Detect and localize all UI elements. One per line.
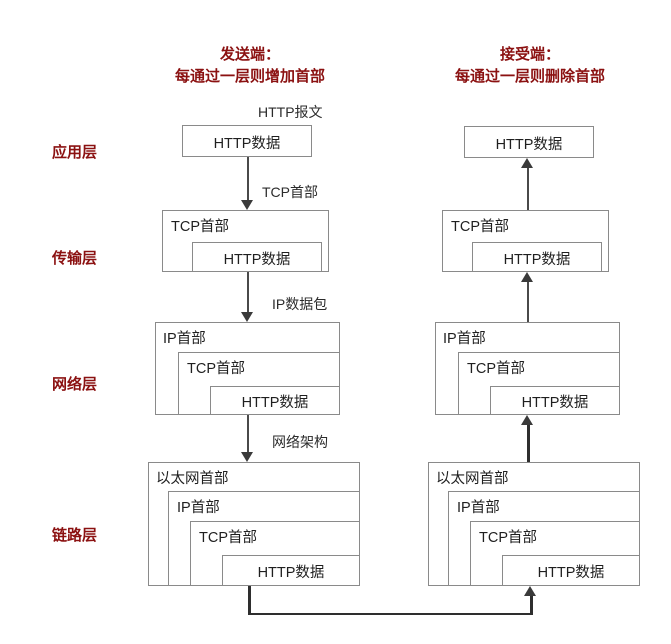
- sender-link-eth-label: 以太网首部: [156, 471, 229, 487]
- transmission-path-right-segment: [530, 596, 533, 614]
- layer-label-application: 应用层: [52, 144, 98, 161]
- receiver-link-ip-label: IP首部: [457, 500, 500, 516]
- sender-arrow-app-to-transport-head: [241, 200, 253, 210]
- receiver-link-tcp-label: TCP首部: [479, 530, 537, 546]
- receiver-heading-line1: 接受端：: [499, 46, 560, 63]
- sender-heading-line2: 每通过一层则增加首部: [174, 68, 325, 85]
- sender-arrow-network-to-link-line: [247, 415, 249, 457]
- caption-tcp-header: TCP首部: [262, 184, 318, 200]
- receiver-column-heading: 接受端： 每通过一层则删除首部: [410, 44, 650, 88]
- layer-label-network: 网络层: [52, 376, 98, 393]
- receiver-application-http-box: HTTP数据: [464, 126, 594, 158]
- receiver-network-http-box: HTTP数据: [490, 386, 620, 415]
- sender-arrow-network-to-link-head: [241, 452, 253, 462]
- receiver-arrow-transport-to-app-line: [527, 168, 529, 211]
- sender-arrow-app-to-transport-line: [247, 157, 249, 202]
- sender-application-http-box: HTTP数据: [182, 125, 312, 157]
- caption-ip-packet: IP数据包: [272, 296, 328, 312]
- sender-network-http-label: HTTP数据: [241, 395, 309, 411]
- receiver-network-tcp-label: TCP首部: [467, 361, 525, 377]
- receiver-link-http-label: HTTP数据: [537, 565, 605, 581]
- sender-network-tcp-label: TCP首部: [187, 361, 245, 377]
- transmission-path-left-segment: [248, 586, 251, 615]
- sender-arrow-transport-to-network-head: [241, 312, 253, 322]
- receiver-heading-line2: 每通过一层则删除首部: [454, 68, 605, 85]
- sender-column-heading: 发送端： 每通过一层则增加首部: [130, 44, 370, 88]
- sender-transport-http-label: HTTP数据: [223, 252, 291, 268]
- receiver-arrow-link-to-network-line: [527, 425, 530, 462]
- transmission-path-arrow-head: [524, 586, 536, 596]
- receiver-transport-tcp-label: TCP首部: [451, 219, 509, 235]
- sender-transport-http-box: HTTP数据: [192, 242, 322, 272]
- sender-link-http-box: HTTP数据: [222, 555, 360, 586]
- sender-application-http-label: HTTP数据: [213, 136, 281, 152]
- receiver-network-http-label: HTTP数据: [521, 395, 589, 411]
- sender-network-ip-label: IP首部: [163, 331, 206, 347]
- sender-network-http-box: HTTP数据: [210, 386, 340, 415]
- layer-label-transport: 传输层: [52, 250, 98, 267]
- receiver-arrow-network-to-transport-line: [527, 282, 529, 322]
- receiver-link-eth-label: 以太网首部: [436, 471, 509, 487]
- sender-link-tcp-label: TCP首部: [199, 530, 257, 546]
- receiver-arrow-network-to-transport-head: [521, 272, 533, 282]
- sender-heading-line1: 发送端：: [219, 46, 280, 63]
- receiver-link-http-box: HTTP数据: [502, 555, 640, 586]
- sender-link-ip-label: IP首部: [177, 500, 220, 516]
- sender-transport-tcp-label: TCP首部: [171, 219, 229, 235]
- transmission-path-horizontal-segment: [248, 613, 533, 615]
- receiver-arrow-link-to-network-head: [521, 415, 533, 425]
- sender-link-http-label: HTTP数据: [257, 565, 325, 581]
- sender-arrow-transport-to-network-line: [247, 272, 249, 314]
- receiver-application-http-label: HTTP数据: [495, 137, 563, 153]
- layer-label-link: 链路层: [52, 527, 98, 544]
- caption-http-message: HTTP报文: [258, 104, 323, 120]
- receiver-transport-http-box: HTTP数据: [472, 242, 602, 272]
- receiver-network-ip-label: IP首部: [443, 331, 486, 347]
- receiver-transport-http-label: HTTP数据: [503, 252, 571, 268]
- receiver-arrow-transport-to-app-head: [521, 158, 533, 168]
- caption-network-frame: 网络架构: [272, 434, 328, 450]
